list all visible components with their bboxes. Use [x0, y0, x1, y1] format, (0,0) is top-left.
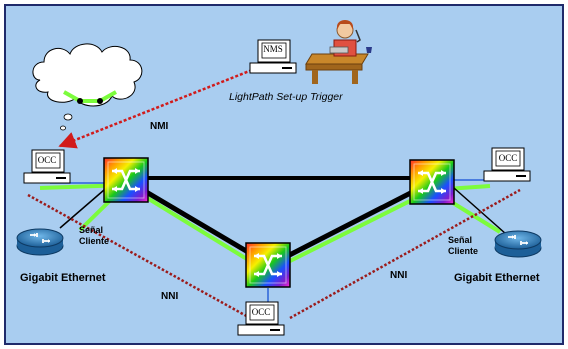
occ-right-computer: OCC: [483, 147, 531, 182]
client-signal-left-line2: Cliente: [79, 236, 109, 246]
client-signal-right-line2: Cliente: [448, 246, 478, 256]
gigabit-right-label: Gigabit Ethernet: [454, 272, 540, 284]
nni-right-label: NNI: [390, 270, 407, 281]
occ-right-label: OCC: [499, 153, 518, 163]
operator-desk-icon: [305, 20, 372, 84]
control-links: [27, 68, 521, 320]
nni-left-label: NNI: [161, 291, 178, 302]
optical-switch-icon: [102, 156, 150, 204]
occ-left-computer: OCC: [23, 149, 71, 184]
nms-computer: NMS: [249, 39, 297, 74]
trigger-label: LightPath Set-up Trigger: [229, 91, 343, 103]
optical-switch-icon: [244, 241, 292, 289]
nmi-label: NMI: [150, 121, 169, 132]
occ-left-label: OCC: [38, 155, 57, 165]
optical-switch-icon: [408, 158, 456, 206]
occ-bottom-computer: OCC: [237, 301, 285, 336]
access-links: [50, 179, 507, 302]
router-icon: [494, 230, 542, 258]
occ-bottom-label: OCC: [252, 307, 271, 317]
gigabit-left-label: Gigabit Ethernet: [20, 272, 106, 284]
cloud-icon: [32, 43, 143, 131]
nms-label: NMS: [263, 44, 283, 54]
client-signal-right-line1: Señal: [448, 235, 472, 245]
router-icon: [16, 228, 64, 256]
client-signal-left-line1: Señal: [79, 225, 103, 235]
